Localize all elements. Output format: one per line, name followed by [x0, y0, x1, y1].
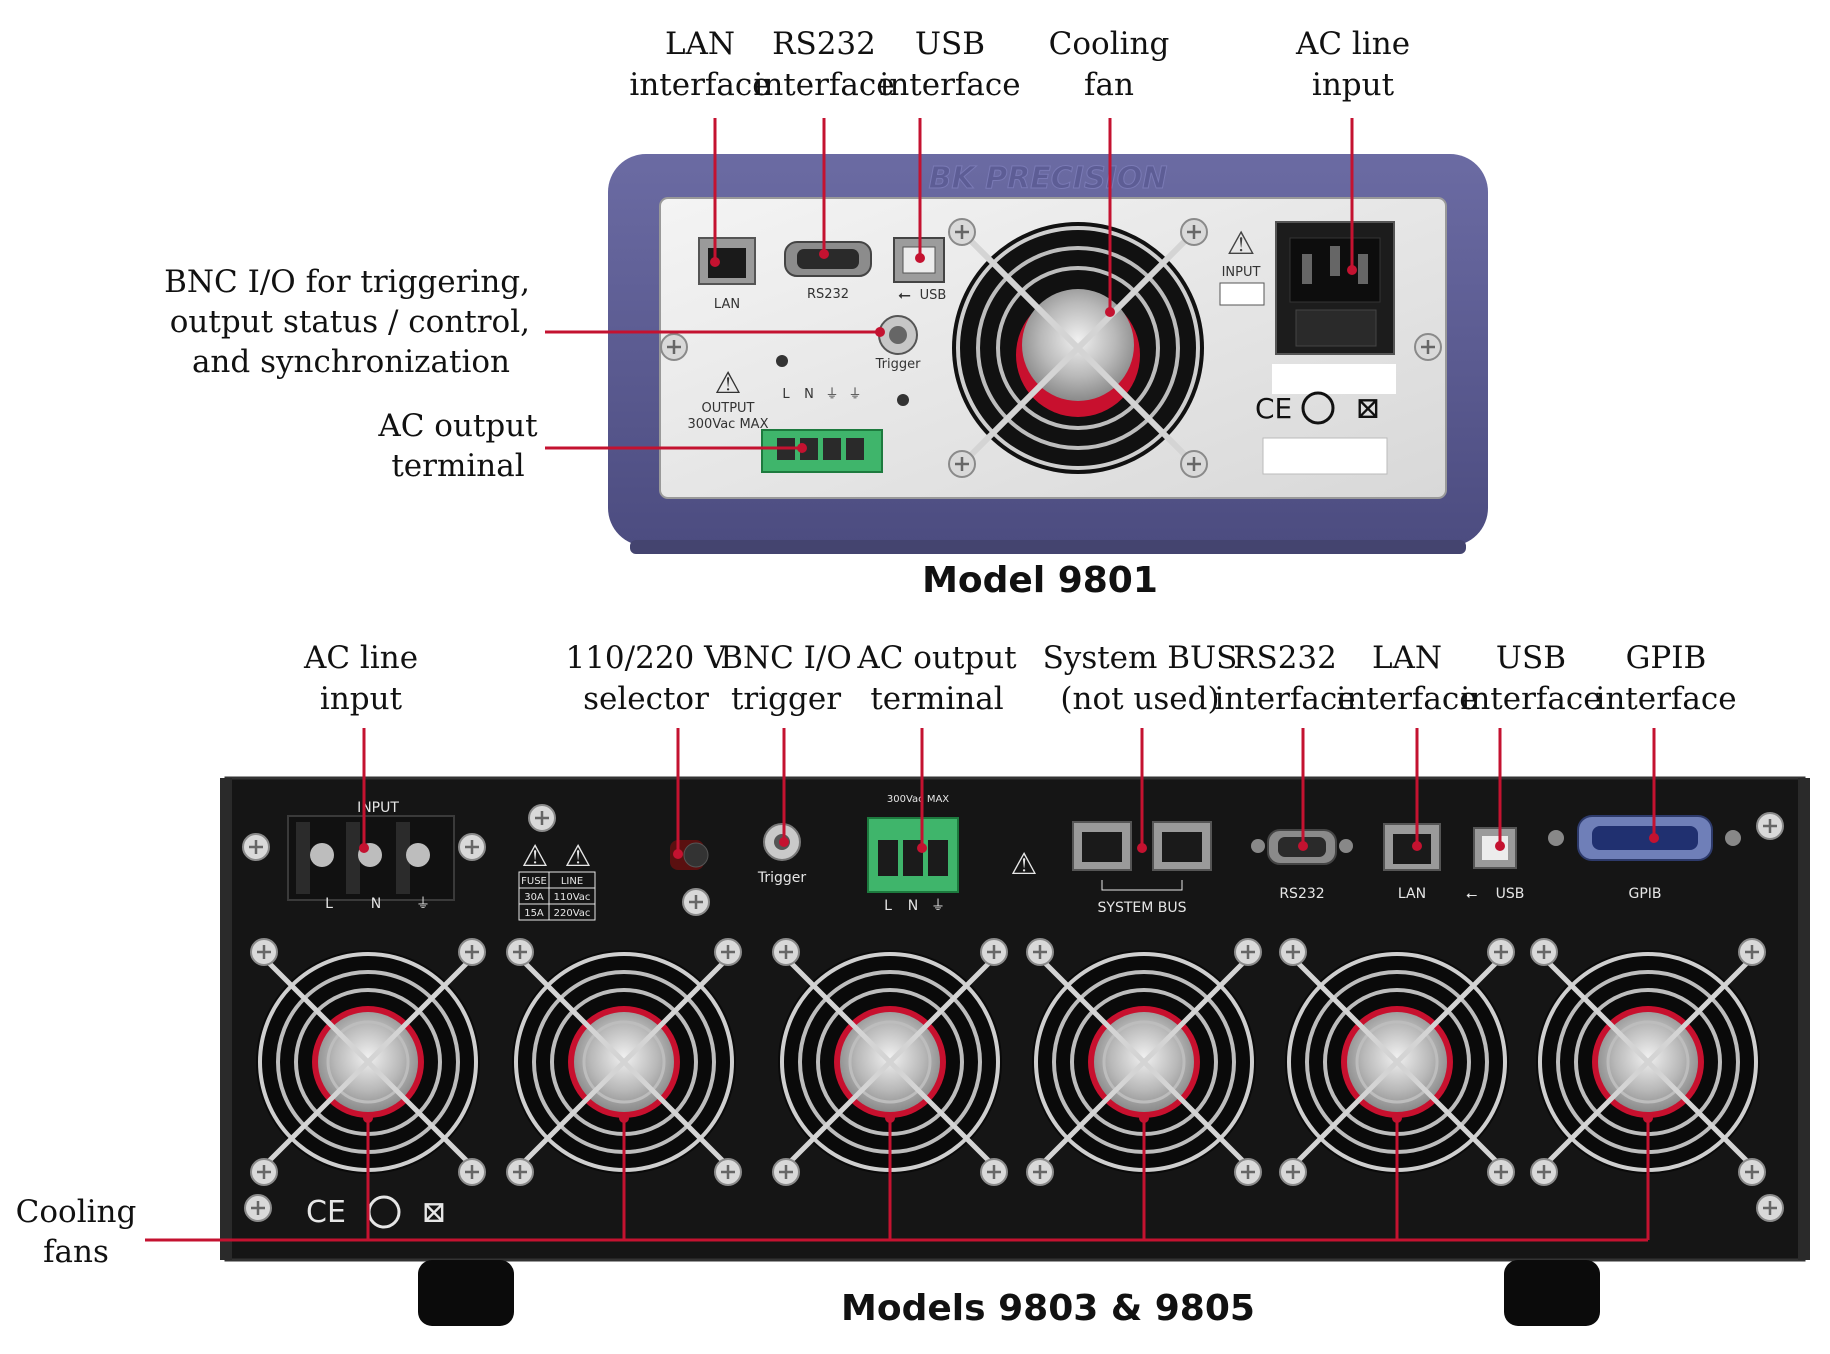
rohs-10-icon: [1301, 391, 1335, 425]
lan-port-9803[interactable]: LAN: [1383, 823, 1441, 902]
fuse-table-cell: LINE: [561, 876, 583, 887]
leader-lines-9803: [145, 728, 1659, 1242]
trigger-label: Trigger: [757, 870, 807, 886]
output-max-label: 300Vac MAX: [688, 417, 769, 432]
fuse-table-cell: 110Vac: [554, 892, 591, 903]
weee-bin-icon: ⊠: [421, 1195, 446, 1230]
rs232-port-label: RS232: [807, 287, 849, 302]
callout-bnc-9801: BNC I/O for triggering,output status / c…: [164, 264, 530, 380]
output-terminal-n: N: [908, 898, 918, 914]
usb-port-9803[interactable]: ⭠ USB: [1466, 827, 1525, 903]
model-9803-title: Models 9803 & 9805: [841, 1288, 1255, 1329]
output-terminal-l: L: [884, 898, 892, 914]
fuse-table-cell: 30A: [524, 892, 544, 903]
trigger-label: Trigger: [875, 357, 921, 372]
screw-icon: [457, 832, 487, 862]
cooling-fan-9801: [947, 217, 1209, 479]
screw-icon: [1179, 217, 1209, 247]
foot-right: [1504, 1260, 1600, 1326]
bnc-trigger-9801[interactable]: Trigger: [875, 315, 921, 372]
ce-mark-icon: CE: [306, 1195, 346, 1230]
rs232-port-9801[interactable]: RS232: [784, 241, 872, 302]
input-terminal-l: L: [325, 896, 333, 912]
foot-left: [418, 1260, 514, 1326]
system-bus-label: SYSTEM BUS: [1098, 900, 1187, 916]
lan-port-label: LAN: [1398, 886, 1426, 902]
fuse-table-cell: FUSE: [521, 876, 547, 887]
system-bus-ports[interactable]: SYSTEM BUS: [1072, 821, 1212, 916]
ac-line-input-9803[interactable]: INPUT L N ⏚: [241, 800, 487, 912]
input-terminal-n: N: [371, 896, 381, 912]
fuse-table: FUSE LINE 30A 110Vac 15A 220Vac: [518, 871, 596, 921]
input-label: INPUT: [357, 800, 399, 816]
terminal-label-n: N: [804, 387, 814, 402]
usb-port-label: USB: [1496, 886, 1525, 902]
screw-icon: [947, 217, 977, 247]
input-label: INPUT: [1222, 265, 1261, 280]
model-9803-unit: INPUT L N ⏚ ⚠ ⚠ FUSE LINE 30A 110Vac 15A…: [220, 776, 1810, 1326]
terminal-label-ground: ⏚: [848, 387, 861, 402]
usb-port-label: USB: [920, 288, 947, 303]
screw-icon: [659, 332, 689, 362]
usb-symbol-icon: ⭠: [898, 285, 911, 304]
gpib-port-9803[interactable]: GPIB: [1548, 815, 1741, 902]
callout-sysbus-9803: System BUS(not used): [1043, 640, 1238, 717]
screw-icon: [1755, 1193, 1785, 1223]
ce-mark-icon: CE: [1255, 392, 1292, 425]
terminal-label-ground: ⏚: [825, 387, 838, 402]
ac-output-terminal-9803[interactable]: 300Vac MAX L N ⏚: [867, 794, 959, 914]
lan-port-label: LAN: [714, 297, 740, 312]
output-label: OUTPUT: [702, 401, 755, 416]
rs232-port-label: RS232: [1279, 886, 1324, 902]
screw-icon: [1755, 811, 1785, 841]
model-9801-title: Model 9801: [922, 560, 1158, 601]
input-terminal-ground: ⏚: [416, 896, 430, 912]
gpib-port-label: GPIB: [1628, 886, 1661, 902]
fuse-table-cell: 220Vac: [554, 908, 591, 919]
hazard-icon: ⚠: [565, 839, 592, 874]
brand-logo: BK PRECISION: [929, 161, 1168, 196]
hazard-icon: ⚠: [522, 839, 549, 874]
usb-symbol-icon: ⭠: [1466, 887, 1477, 903]
screw-icon: [243, 1193, 273, 1223]
model-9801-unit: BK PRECISION LAN RS232 ⭠ USB Trigger: [608, 154, 1488, 554]
ac-line-input-9801[interactable]: ⚠ INPUT CE ⊠: [1219, 221, 1396, 475]
screw-icon: [1179, 449, 1209, 479]
hazard-icon: ⚠: [715, 366, 742, 401]
screw-icon: [1413, 332, 1443, 362]
screw-icon: [527, 803, 557, 833]
screw-icon: [947, 449, 977, 479]
hazard-icon: ⚠: [1011, 847, 1038, 882]
screw-icon: [681, 887, 711, 917]
output-max-label: 300Vac MAX: [887, 794, 949, 805]
screw-icon: [241, 832, 271, 862]
ac-output-terminal-9801[interactable]: ⚠ OUTPUT 300Vac MAX L N ⏚ ⏚: [688, 366, 883, 473]
lan-port-9801[interactable]: LAN: [698, 237, 756, 312]
terminal-label-l: L: [782, 387, 790, 402]
hazard-icon: ⚠: [1227, 224, 1256, 262]
weee-bin-icon: ⊠: [1355, 391, 1380, 426]
output-terminal-ground: ⏚: [931, 898, 945, 914]
leader-lines-9801: [545, 118, 1357, 453]
fuse-table-cell: 15A: [524, 908, 544, 919]
